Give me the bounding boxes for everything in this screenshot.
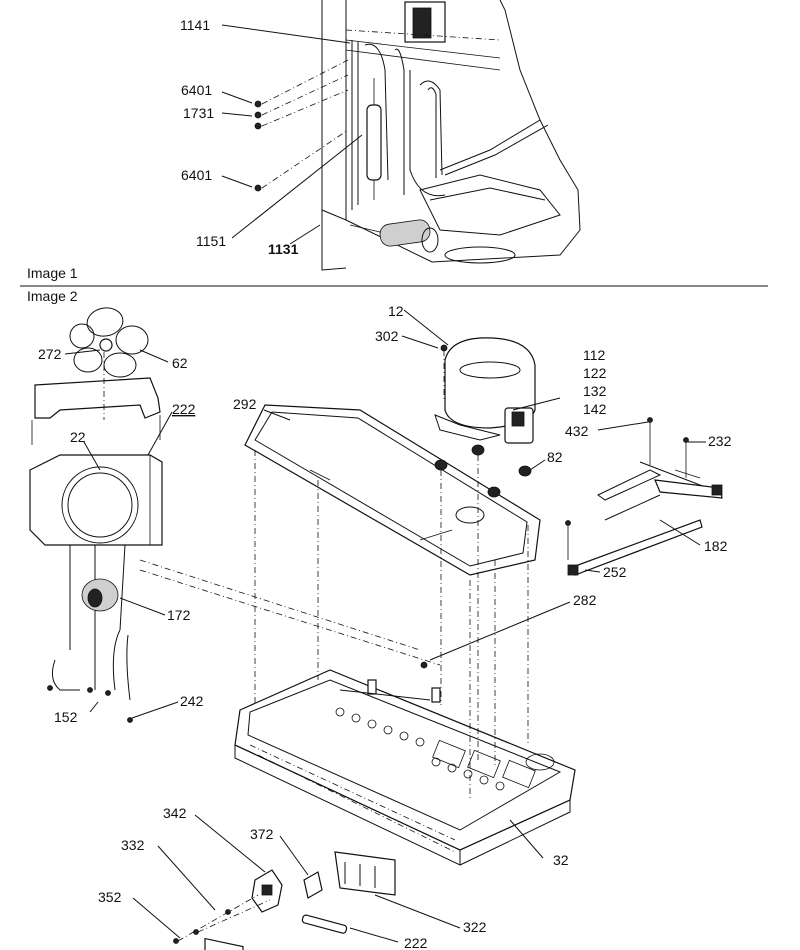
label-112: 112 [583,347,606,363]
label-82: 82 [547,449,563,465]
label-32: 32 [553,852,569,868]
label-322: 322 [463,919,487,935]
label-122: 122 [583,365,607,381]
label-232: 232 [708,433,732,449]
label-352: 352 [98,889,122,905]
label-342: 342 [163,805,187,821]
label-6401-top: 6401 [181,82,212,98]
label-22: 22 [70,429,86,445]
compressor-icon [434,337,536,444]
image1-drawing [221,0,581,271]
label-182: 182 [704,538,728,554]
label-292: 292 [233,396,257,412]
label-432: 432 [565,423,589,439]
label-132: 132 [583,383,607,399]
label-62: 62 [172,355,188,371]
label-252: 252 [603,564,627,580]
label-302: 302 [375,328,399,344]
label-242: 242 [180,693,204,709]
label-1141: 1141 [180,17,210,33]
caption-image1: Image 1 [27,265,78,281]
label-12: 12 [388,303,404,319]
label-272: 272 [38,346,62,362]
label-282: 282 [573,592,597,608]
label-332: 332 [121,837,145,853]
label-222-bottom: 222 [404,935,428,950]
label-142: 142 [583,401,607,417]
label-372: 372 [250,826,274,842]
image2-drawing [29,307,723,950]
caption-image2: Image 2 [27,288,78,304]
label-152: 152 [54,709,78,725]
label-1731: 1731 [183,105,214,121]
label-1131: 1131 [268,241,299,257]
label-1151: 1151 [196,233,226,249]
label-6401-bottom: 6401 [181,167,212,183]
label-222-top: 222 [172,401,196,417]
fan-blade-icon [69,307,149,378]
label-172: 172 [167,607,191,623]
